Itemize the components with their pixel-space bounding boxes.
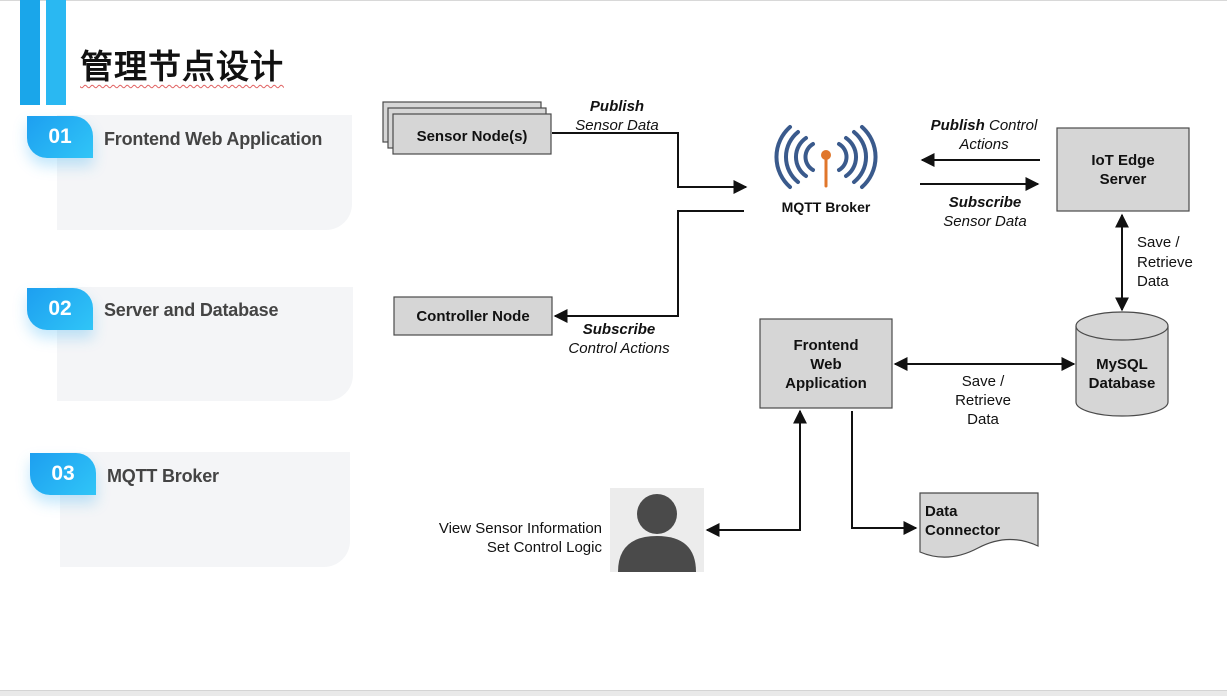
section-number-2: 02 (27, 288, 93, 330)
user-icon (637, 494, 677, 534)
sensor-node-label: Sensor Node(s) (417, 128, 528, 145)
section-label-2: Server and Database (104, 300, 279, 320)
label-subscribe-control-bold: Subscribe (583, 321, 656, 338)
controller-node[interactable]: Controller Node (393, 296, 553, 336)
user-line2: Set Control Logic (487, 539, 603, 556)
label-subscribe-sensor-bold: Subscribe (949, 194, 1022, 211)
mysql-line1: MySQL (1096, 356, 1148, 373)
iot-server-line1: IoT Edge (1091, 152, 1154, 169)
frontend-line3: Application (785, 375, 867, 392)
arrow-broker-to-controller (553, 210, 744, 323)
label-publish-control-line2: Actions (958, 136, 1009, 153)
accent-bar-left (20, 0, 40, 105)
mqtt-broker-label: MQTT Broker (782, 199, 871, 215)
data-connector-line1: Data (925, 503, 958, 520)
label-publish-sensor-bold: Publish (590, 98, 644, 115)
section-number-1: 01 (27, 116, 93, 158)
label-subscribe-control-rest: Control Actions (568, 340, 670, 357)
label-save-frontend-3: Data (967, 411, 999, 428)
section-card-3[interactable] (60, 452, 350, 567)
sensor-node[interactable]: Sensor Node(s) (382, 101, 552, 155)
section-number-3: 03 (30, 453, 96, 495)
arrow-sensor-to-broker (552, 132, 748, 194)
data-connector[interactable]: Data Connector (919, 492, 1039, 558)
user-avatar (610, 488, 704, 572)
section-label-1: Frontend Web Application (104, 129, 323, 149)
iot-edge-server[interactable]: IoT Edge Server (1056, 127, 1190, 212)
frontend-line2: Web (810, 356, 841, 373)
label-save-server-2: Retrieve (1137, 254, 1193, 271)
frontend-web-application[interactable]: Frontend Web Application (759, 318, 893, 409)
page-title: 管理节点设计 (80, 47, 284, 86)
data-connector-line2: Connector (925, 522, 1000, 539)
top-border (0, 0, 1227, 1)
iot-server-line2: Server (1100, 171, 1147, 188)
label-publish-sensor-rest: Sensor Data (575, 117, 658, 134)
section-card-1[interactable] (57, 115, 352, 230)
label-save-frontend-1: Save / (962, 373, 1005, 390)
label-publish-control: Publish Control (931, 117, 1038, 134)
bottom-border (0, 690, 1227, 696)
label-subscribe-sensor-rest: Sensor Data (943, 213, 1026, 230)
mysql-database[interactable]: MySQL Database (1075, 311, 1169, 417)
label-save-server-3: Data (1137, 273, 1169, 290)
section-card-2[interactable] (57, 287, 353, 401)
accent-bar-right (46, 0, 66, 105)
label-save-server-1: Save / (1137, 234, 1180, 251)
mysql-line2: Database (1089, 375, 1156, 392)
label-publish-control-bold: Publish (931, 117, 985, 134)
user-line1: View Sensor Information (439, 520, 602, 537)
frontend-line1: Frontend (794, 337, 859, 354)
mqtt-broker[interactable]: MQTT Broker (774, 125, 878, 215)
arrow-frontend-connector (851, 411, 918, 535)
label-publish-control-rest: Control (985, 117, 1038, 134)
controller-node-label: Controller Node (416, 308, 529, 325)
broker-wifi-icon (774, 125, 878, 189)
label-save-frontend-2: Retrieve (955, 392, 1011, 409)
arrow-user-frontend (705, 409, 807, 537)
section-label-3: MQTT Broker (107, 466, 219, 486)
